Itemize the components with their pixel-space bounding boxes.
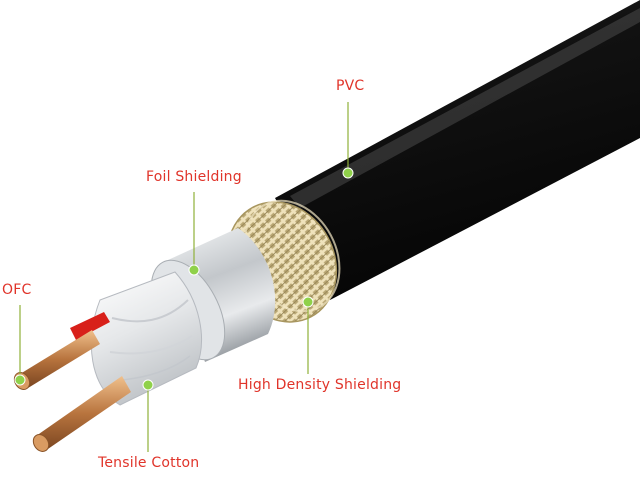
cotton-streak-3 xyxy=(119,355,191,381)
braid-marker-dot xyxy=(302,296,314,308)
ofc-conductor-lower xyxy=(32,376,131,452)
foil-shielding-label: Foil Shielding xyxy=(146,169,242,185)
red-insulation xyxy=(70,312,110,340)
cotton-streak-2 xyxy=(109,335,193,355)
high-density-shielding-label: High Density Shielding xyxy=(238,377,402,393)
cotton-marker-dot xyxy=(142,379,154,391)
pvc-label: PVC xyxy=(336,78,365,94)
ofc-label: OFC xyxy=(2,282,32,298)
cotton-streak-1 xyxy=(111,299,189,323)
ofc-marker-dot xyxy=(14,374,26,386)
foil-marker-dot xyxy=(188,264,200,276)
pvc-marker-dot xyxy=(342,167,354,179)
pvc-jacket-highlight xyxy=(290,8,640,208)
tensile-cotton-label: Tensile Cotton xyxy=(98,455,200,471)
pvc-jacket xyxy=(275,0,640,300)
